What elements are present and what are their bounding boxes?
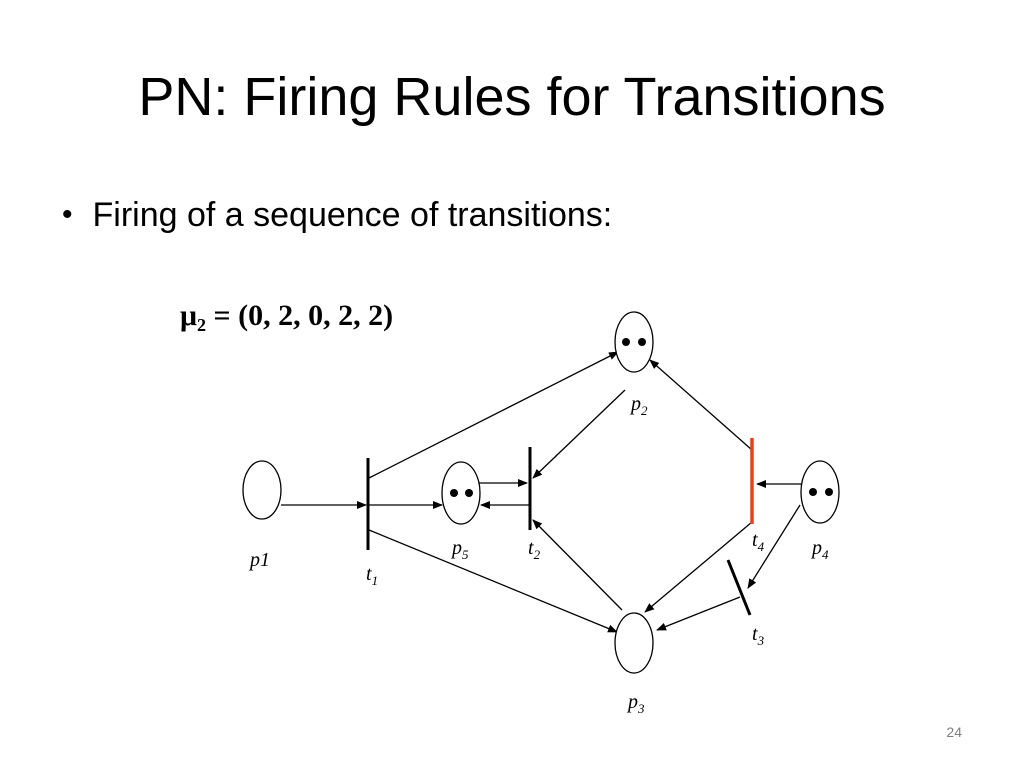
- transition-labels: t1 t2 t3 t4: [366, 529, 765, 648]
- transition-t3: [726, 559, 752, 616]
- place-p4: [800, 460, 840, 524]
- label-t4: t4: [752, 529, 765, 554]
- label-p2: p2: [629, 393, 648, 418]
- slide-title: PN: Firing Rules for Transitions: [138, 67, 886, 127]
- arc-t4-p2: [649, 359, 753, 451]
- place-labels: p1 p2 p3 p4 p5: [248, 393, 829, 716]
- token-p4-a: [809, 488, 817, 496]
- arc-t1-p2: [368, 351, 619, 479]
- place-p5: [441, 461, 481, 525]
- label-t3: t3: [752, 623, 765, 648]
- token-p5-b: [465, 489, 473, 497]
- arc-t1-p3: [368, 529, 618, 633]
- arc-t4-p3: [644, 521, 753, 613]
- arcs: [281, 351, 802, 633]
- token-p5-a: [450, 489, 458, 497]
- token-p2-b: [638, 338, 646, 346]
- token-p4-b: [825, 488, 833, 496]
- arc-p2-t2: [532, 389, 626, 479]
- bullet-dot-icon: •: [62, 198, 73, 231]
- token-p2-a: [622, 338, 630, 346]
- page-number: 24: [946, 724, 962, 740]
- place-p2: [614, 311, 654, 373]
- label-p4: p4: [810, 537, 829, 562]
- transitions: [366, 438, 754, 616]
- arc-p3-t2: [532, 519, 623, 611]
- arc-t3-p3: [656, 596, 741, 631]
- bullet-text: Firing of a sequence of transitions:: [92, 196, 613, 234]
- label-p1: p1: [248, 549, 270, 571]
- tokens: [450, 338, 833, 497]
- bullet-item: • Firing of a sequence of transitions:: [62, 190, 612, 240]
- label-p3: p3: [626, 691, 645, 716]
- arc-p4-t3: [747, 504, 801, 589]
- place-p1: [242, 460, 282, 520]
- label-t1: t1: [366, 563, 378, 588]
- places: [242, 311, 840, 674]
- label-t2: t2: [528, 537, 541, 562]
- place-p3: [614, 612, 654, 674]
- marking-label: μ₂ = (0, 2, 0, 2, 2): [180, 299, 393, 332]
- label-p5: p5: [450, 537, 469, 562]
